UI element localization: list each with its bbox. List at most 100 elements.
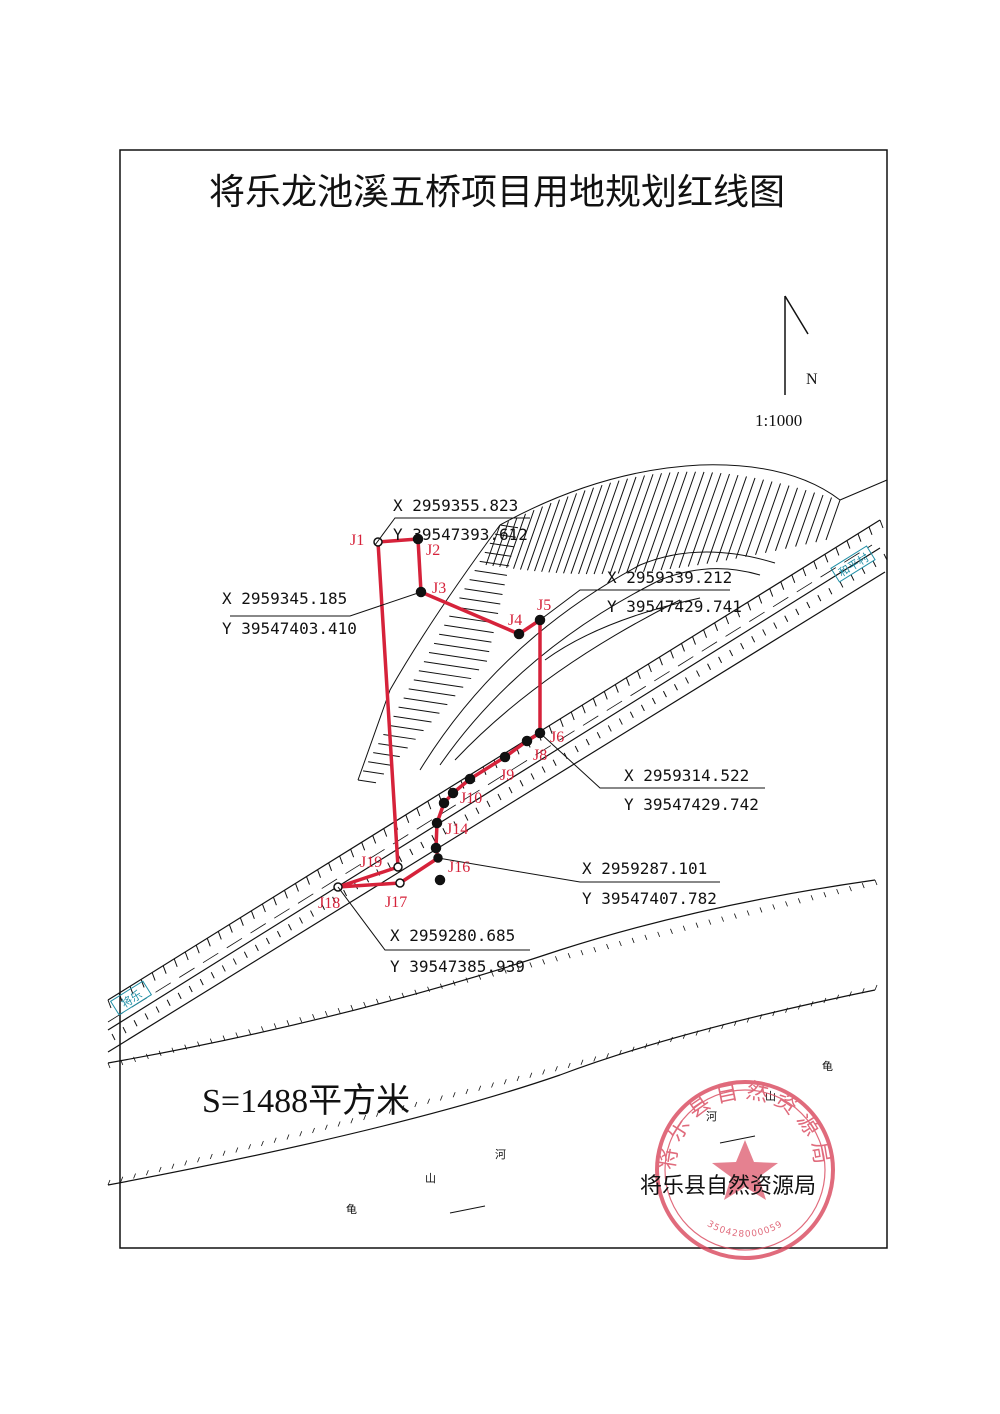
road-tick — [751, 636, 756, 643]
bank-tick — [529, 962, 533, 968]
hatch-line — [634, 472, 671, 573]
road-tick — [383, 828, 388, 837]
river-banks — [107, 879, 876, 1186]
road-tick — [581, 704, 586, 714]
hatch-line — [506, 513, 526, 568]
bank-tick — [542, 1069, 546, 1075]
road-tick — [780, 581, 785, 590]
hatch-line — [601, 476, 637, 575]
road-tick — [596, 732, 601, 739]
road-tick — [217, 931, 222, 940]
road-tick — [769, 588, 774, 597]
road-tick — [519, 780, 524, 787]
road-tick — [651, 697, 656, 705]
road-tick — [662, 690, 667, 698]
hatch-line — [651, 471, 688, 572]
hatch-line — [825, 499, 841, 541]
road-tick — [155, 1006, 160, 1013]
bank-tick — [593, 946, 597, 953]
bank-tick — [363, 1001, 367, 1008]
bank-tick — [107, 1062, 111, 1069]
scale-label: 1:1000 — [755, 411, 802, 430]
road-tick — [607, 725, 612, 732]
road-tick — [332, 896, 337, 904]
bank-tick — [439, 983, 443, 989]
terrain-curves — [419, 551, 776, 771]
road-tick — [107, 999, 112, 1009]
road-tick — [806, 601, 811, 609]
bank-tick — [158, 1050, 162, 1056]
boundary-point — [395, 878, 405, 888]
hatch-line — [398, 706, 440, 714]
hatch-line — [555, 490, 586, 574]
map-frame — [119, 149, 888, 1249]
road-tick — [718, 656, 723, 664]
road-tick — [321, 903, 325, 910]
leader-lines — [230, 517, 765, 951]
coord-j3-x: X 2959345.185 — [222, 589, 347, 608]
hatch-line — [373, 752, 400, 758]
bank-tick — [606, 1053, 609, 1059]
bank-tick — [184, 1160, 188, 1166]
hatch-line — [578, 482, 611, 575]
hatch-line — [697, 473, 730, 566]
road-tick — [288, 924, 292, 931]
bank-tick — [273, 1023, 277, 1029]
bank-tick — [606, 943, 609, 950]
hatch-line — [423, 661, 480, 671]
hatch-line — [513, 509, 535, 569]
road-tick — [773, 622, 778, 629]
bank-tick — [452, 1092, 456, 1098]
road-tick — [118, 992, 123, 1002]
road-tick — [228, 924, 233, 933]
bank-tick — [618, 940, 622, 947]
road-tick — [636, 670, 641, 680]
river-upper-char-3: 河 — [706, 1110, 717, 1123]
road-tick — [707, 663, 711, 670]
hatch-line — [526, 502, 552, 571]
coord-j5-y: Y 39547429.741 — [607, 597, 742, 616]
road-tick — [868, 526, 873, 536]
road-tick — [839, 581, 844, 588]
hatch-line — [433, 642, 490, 653]
bank-tick — [491, 971, 494, 977]
bank-tick — [823, 997, 827, 1004]
road-tick — [184, 951, 189, 961]
coord-j3-y: Y 39547403.410 — [222, 619, 357, 638]
river-bank-ticks — [107, 879, 878, 1186]
boundary-point — [513, 628, 525, 640]
road-tick — [574, 745, 579, 753]
bank-tick — [593, 1056, 597, 1062]
road-tick — [306, 876, 310, 885]
agency-label: 将乐县自然资源局 — [640, 1174, 816, 1199]
river-upper-flow-arrow-icon — [719, 1135, 756, 1144]
road-tick — [295, 883, 299, 892]
boundary-point — [464, 773, 476, 785]
label-j18: J18 — [318, 895, 340, 912]
bank-tick — [516, 965, 520, 971]
road-tick — [592, 698, 597, 707]
road-tick — [861, 567, 866, 574]
road-tick — [405, 814, 410, 824]
red-line-boundary — [336, 537, 542, 889]
north-label: N — [806, 371, 818, 388]
bank-tick — [670, 1036, 673, 1043]
road-tick — [784, 615, 789, 622]
boundary-point — [499, 751, 511, 763]
road-tick — [872, 560, 877, 568]
road-tick — [681, 643, 685, 652]
label-j19: J19 — [360, 854, 382, 871]
road-tick — [736, 608, 741, 618]
bank-tick — [772, 1010, 776, 1017]
road-tick — [420, 841, 425, 849]
point-labels: J1 J2 J3 J4 J5 J6 J8 J9 J10 J14 J16 J17 … — [318, 532, 564, 912]
road-tick — [427, 800, 432, 810]
bank-tick — [682, 1033, 686, 1039]
road-tick — [442, 828, 447, 835]
bank-tick — [746, 1017, 750, 1023]
bank-tick — [261, 1140, 264, 1147]
road-tick — [265, 937, 270, 945]
hatch-line — [484, 551, 512, 557]
road-tick — [299, 917, 303, 924]
road-tick — [828, 588, 833, 595]
